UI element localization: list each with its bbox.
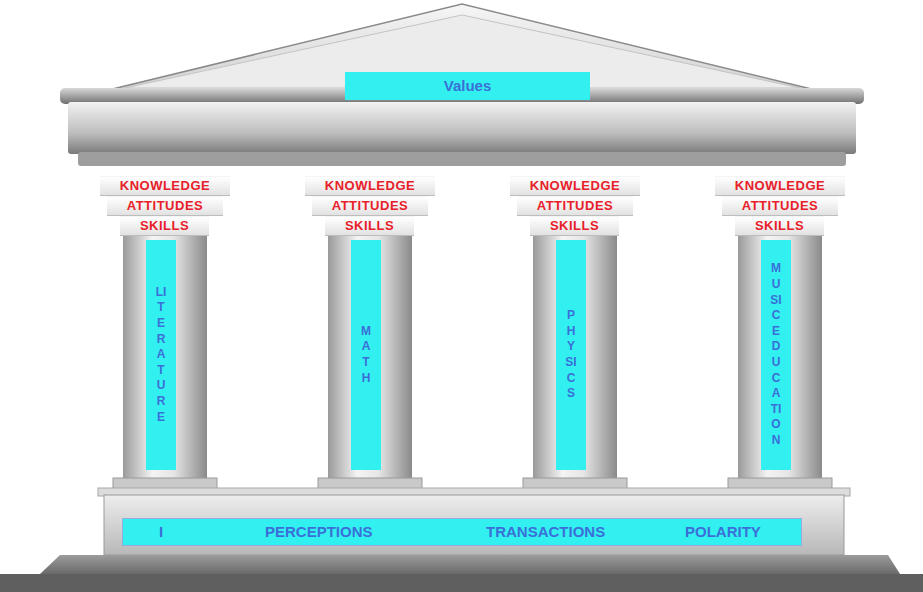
capital-plate: KNOWLEDGE	[510, 176, 640, 196]
capital-label: ATTITUDES	[537, 198, 613, 214]
band-label: TRANSACTIONS	[486, 523, 605, 541]
subject-band: MUSIC EDUCATION	[761, 240, 791, 470]
subject-label: PHYSICS	[565, 308, 577, 402]
capital-plate: ATTITUDES	[312, 196, 428, 216]
base-step	[40, 555, 900, 574]
capital-plate: KNOWLEDGE	[100, 176, 230, 196]
subject-band: MATH	[351, 240, 381, 470]
capital-label: ATTITUDES	[742, 198, 818, 214]
column-shaft	[738, 234, 822, 490]
capital-label: SKILLS	[755, 218, 804, 234]
architrave	[78, 152, 846, 166]
capital-plate: KNOWLEDGE	[715, 176, 845, 196]
ground-step	[0, 574, 923, 592]
pediment-outer	[92, 4, 832, 94]
capital-label: KNOWLEDGE	[735, 178, 825, 194]
capital-plate: SKILLS	[120, 216, 209, 236]
column-shaft	[328, 234, 412, 490]
subject-label: LITERATURE	[155, 285, 167, 425]
capital-label: SKILLS	[345, 218, 394, 234]
band-label: PERCEPTIONS	[265, 523, 373, 541]
columns	[113, 234, 832, 490]
frieze	[68, 102, 856, 154]
subject-label: MATH	[360, 324, 372, 386]
capital-plate: SKILLS	[735, 216, 824, 236]
column-shaft	[123, 234, 207, 490]
subject-label: MUSIC EDUCATION	[770, 261, 782, 448]
capital-label: KNOWLEDGE	[530, 178, 620, 194]
capital-label: ATTITUDES	[332, 198, 408, 214]
capital-label: KNOWLEDGE	[325, 178, 415, 194]
capital-label: ATTITUDES	[127, 198, 203, 214]
pediment	[92, 4, 832, 94]
capital-label: SKILLS	[550, 218, 599, 234]
capital-plate: KNOWLEDGE	[305, 176, 435, 196]
subject-band: PHYSICS	[556, 240, 586, 470]
subject-band: LITERATURE	[146, 240, 176, 470]
capital-plate: ATTITUDES	[722, 196, 838, 216]
capital-plate: SKILLS	[325, 216, 414, 236]
values-band: Values	[345, 72, 590, 100]
base-block	[104, 495, 844, 555]
capital-label: SKILLS	[140, 218, 189, 234]
capital-plate: ATTITUDES	[107, 196, 223, 216]
foundation-band: I PERCEPTIONS TRANSACTIONS POLARITY	[122, 518, 802, 546]
band-label: Values	[444, 77, 492, 95]
capital-plate: ATTITUDES	[517, 196, 633, 216]
column-shaft	[533, 234, 617, 490]
band-label: POLARITY	[685, 523, 761, 541]
capital-label: KNOWLEDGE	[120, 178, 210, 194]
stylobate	[0, 488, 923, 592]
capital-plate: SKILLS	[530, 216, 619, 236]
band-label: I	[159, 523, 163, 541]
